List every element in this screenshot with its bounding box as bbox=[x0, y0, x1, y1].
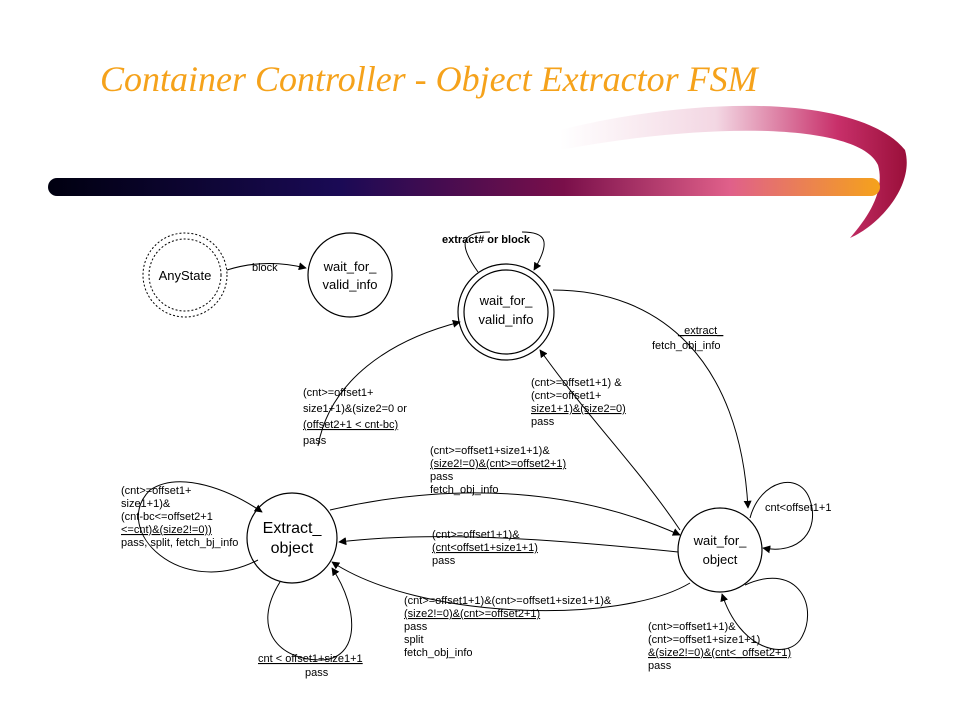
state-label: object bbox=[703, 552, 738, 567]
state-label: object bbox=[271, 540, 314, 557]
label-line: &(size2!=0)&(cnt<_offset2+1) bbox=[648, 647, 791, 659]
label-obj-to-extract-1: (cnt>=offset1+1)& (cnt<offset1+size1+1) … bbox=[432, 529, 538, 567]
label-line: (cnt>=offset1+1) & bbox=[531, 377, 622, 389]
label-self-extract-left: (cnt>=offset1+ size1+1)& (cnt-bc<=offset… bbox=[121, 485, 238, 549]
label-extract-to-obj: (cnt>=offset1+size1+1)& (size2!=0)&(cnt>… bbox=[430, 445, 566, 496]
label-line: (cnt-bc<=offset2+1 bbox=[121, 511, 213, 523]
label-line: pass, split, fetch_bj_info bbox=[121, 537, 238, 549]
state-label: valid_info bbox=[479, 312, 534, 327]
state-label: Extract_ bbox=[263, 520, 323, 537]
label-line: (cnt>=offset1+size1+1) bbox=[648, 634, 760, 646]
label-line: pass bbox=[404, 621, 428, 633]
state-any-label: AnyState bbox=[159, 268, 212, 283]
label-line: (cnt>=offset1+1)& bbox=[432, 529, 520, 541]
label-obj-to-extract-2: (cnt>=offset1+1)&(cnt>=offset1+size1+1)&… bbox=[404, 595, 612, 659]
label-self-wait-valid: extract# or block bbox=[442, 234, 531, 246]
state-extract-object: Extract_ object bbox=[246, 492, 338, 584]
label-line: fetch_obj_info bbox=[430, 484, 499, 496]
label-line: pass bbox=[430, 471, 454, 483]
state-wait-valid-info: wait_for_ valid_info bbox=[457, 263, 555, 361]
label-line: (cnt>=offset1+ bbox=[303, 387, 373, 399]
label-self-extract-bottom: cnt < offset1+size1+1 pass bbox=[258, 653, 363, 679]
label-line: (size2!=0)&(cnt>=offset2+1) bbox=[430, 458, 566, 470]
label-line: pass bbox=[305, 667, 329, 679]
state-label: wait_for_ bbox=[479, 293, 534, 308]
label-line: (cnt<offset1+size1+1) bbox=[432, 542, 538, 554]
label-line: pass bbox=[648, 660, 672, 672]
label-line: <=cnt)&(size2!=0)) bbox=[121, 524, 212, 536]
label-line: split bbox=[404, 634, 424, 646]
label-line: fetch_obj_info bbox=[404, 647, 473, 659]
label-line: (size2!=0)&(cnt>=offset2+1) bbox=[404, 608, 540, 620]
label-line: size1+1)&(size2=0 or bbox=[303, 403, 407, 415]
state-label: wait_for_ bbox=[323, 259, 378, 274]
label-line: size1+1)& bbox=[121, 498, 171, 510]
label-line: (cnt>=offset1+1)& bbox=[648, 621, 736, 633]
label-fetch-obj-info: fetch_obj_info bbox=[652, 340, 721, 352]
label-line: pass bbox=[303, 435, 327, 447]
label-extract: _extract_ bbox=[677, 325, 724, 337]
state-wait-valid-info-top: wait_for_ valid_info bbox=[307, 232, 393, 318]
label-line: cnt < offset1+size1+1 bbox=[258, 653, 363, 665]
label-self-obj-bottom: (cnt>=offset1+1)& (cnt>=offset1+size1+1)… bbox=[648, 621, 791, 672]
label-line: (cnt>=offset1+ bbox=[121, 485, 191, 497]
label-obj-to-valid: (cnt>=offset1+1) & (cnt>=offset1+ size1+… bbox=[531, 377, 626, 428]
state-label: wait_for_ bbox=[693, 533, 748, 548]
label-extract-to-valid: (cnt>=offset1+ size1+1)&(size2=0 or (off… bbox=[303, 387, 407, 447]
transition-arrows bbox=[137, 231, 814, 661]
page-title: Container Controller - Object Extractor … bbox=[100, 59, 758, 99]
decorative-swoosh-bar bbox=[48, 105, 907, 239]
state-any: AnyState bbox=[142, 232, 228, 318]
label-line: (offset2+1 < cnt-bc) bbox=[303, 419, 398, 431]
label-block: block bbox=[252, 262, 278, 274]
label-line: (cnt>=offset1+size1+1)& bbox=[430, 445, 550, 457]
label-self-obj-right: cnt<offset1+1 bbox=[765, 502, 831, 514]
label-line: pass bbox=[432, 555, 456, 567]
label-line: pass bbox=[531, 416, 555, 428]
state-wait-object: wait_for_ object bbox=[677, 507, 763, 593]
state-label: valid_info bbox=[323, 277, 378, 292]
label-line: size1+1)&(size2=0) bbox=[531, 403, 626, 415]
label-line: (cnt>=offset1+ bbox=[531, 390, 601, 402]
label-line: (cnt>=offset1+1)&(cnt>=offset1+size1+1)& bbox=[404, 595, 612, 607]
